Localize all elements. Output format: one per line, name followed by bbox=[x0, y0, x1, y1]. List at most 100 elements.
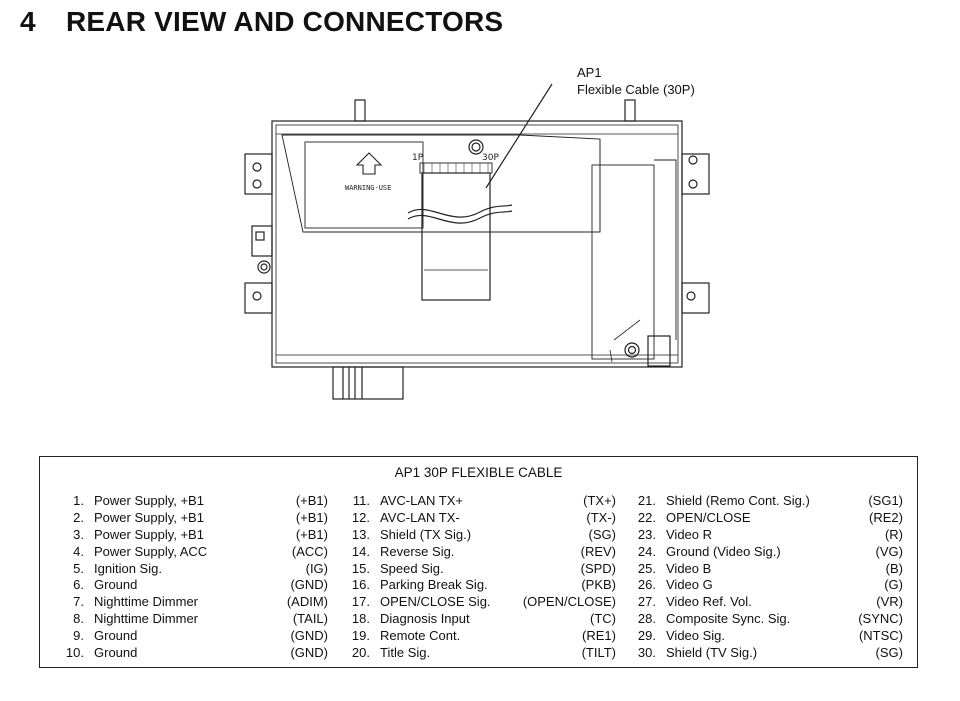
unit-housing bbox=[271, 120, 683, 368]
pin-row: 1.Power Supply, +B1(+B1) bbox=[52, 493, 328, 510]
pin-number: 11. bbox=[352, 493, 370, 508]
pin-description: Diagnosis Input bbox=[380, 611, 470, 627]
bottom-screw-icon bbox=[624, 342, 640, 358]
pin-description: Title Sig. bbox=[380, 645, 431, 661]
pin-row: 14.Reverse Sig.(REV) bbox=[338, 544, 616, 561]
pin-number: 21. bbox=[637, 493, 656, 508]
pin-number: 16. bbox=[351, 577, 370, 593]
pin-row: 20.Title Sig.(TILT) bbox=[338, 645, 616, 662]
section-title: REAR VIEW AND CONNECTORS bbox=[66, 6, 504, 37]
section-number: 4 bbox=[20, 6, 36, 37]
pin-signal-code: (ACC) bbox=[291, 543, 328, 559]
pin-description: Remote Cont. bbox=[380, 628, 461, 644]
pin-description: Power Supply, +B1 bbox=[94, 509, 204, 525]
callout-label: AP1 bbox=[577, 65, 602, 80]
pin-signal-code: (VG) bbox=[875, 543, 903, 559]
pin-description: Power Supply, ACC bbox=[94, 543, 208, 559]
pin-signal-code: (TAIL) bbox=[292, 611, 328, 627]
bottom-connector bbox=[332, 366, 404, 400]
pin-number: 20. bbox=[351, 645, 370, 661]
pin-number: 15. bbox=[351, 560, 370, 576]
pin-number: 9. bbox=[73, 628, 84, 644]
pin-row: 10.Ground(GND) bbox=[52, 645, 328, 662]
pin-row: 28. Composite Sync. Sig. (SYNC) bbox=[624, 611, 903, 628]
pin-row: 27.Video Ref. Vol.(VR) bbox=[624, 594, 903, 611]
pin-row: 4. Power Supply, ACC (ACC) bbox=[52, 544, 328, 561]
callout-description: Flexible Cable (30P) bbox=[577, 82, 695, 97]
right-board bbox=[303, 139, 677, 367]
pin-row: 23.Video R(R) bbox=[624, 527, 903, 544]
pin-description: Reverse Sig. bbox=[380, 543, 455, 559]
pin-number: 6. bbox=[73, 577, 84, 593]
pin-signal-code: (RE1) bbox=[582, 628, 616, 644]
pin-description: Ground bbox=[94, 577, 138, 593]
pin-signal-code: (IG) bbox=[305, 560, 328, 576]
pin-signal-code: (+B1) bbox=[295, 526, 328, 542]
right-bracket-bottom bbox=[681, 282, 710, 314]
callout-leader-line bbox=[485, 83, 553, 189]
table-title: AP1 30P FLEXIBLE CABLE bbox=[394, 465, 563, 480]
pin-signal-code: (OPEN/CLOSE) bbox=[522, 594, 616, 610]
pin-signal-code: (TX-) bbox=[586, 509, 616, 525]
pin-number: 3. bbox=[73, 526, 84, 542]
pin-row: 16.Parking Break Sig.(PKB) bbox=[338, 577, 616, 594]
pin-description: Ignition Sig. bbox=[94, 560, 162, 576]
pin-description: Ground (Video Sig.) bbox=[666, 543, 781, 559]
pin-description: Parking Break Sig. bbox=[380, 577, 488, 593]
left-bracket-bottom bbox=[244, 282, 273, 314]
pin-description: Video G bbox=[666, 577, 713, 593]
pin-row: 17.OPEN/CLOSE Sig.(OPEN/CLOSE) bbox=[338, 594, 616, 611]
pin-signal-code: (GND) bbox=[290, 645, 328, 661]
pin-description: Power Supply, +B1 bbox=[94, 526, 204, 542]
pin-signal-code: (R) bbox=[884, 526, 903, 542]
pin-row: 26.Video G(G) bbox=[624, 577, 903, 594]
pin-number: 12. bbox=[351, 509, 370, 525]
pin-row: 21.Shield (Remo Cont. Sig.)(SG1) bbox=[624, 493, 903, 510]
pin-row: 15. Speed Sig. (SPD) bbox=[338, 561, 616, 578]
pin-number: 4. bbox=[73, 543, 84, 559]
pin-column-1: 1.Power Supply, +B1(+B1)2.Power Supply, … bbox=[52, 493, 328, 662]
pin-description: Speed Sig. bbox=[380, 560, 444, 576]
pin-description: Video B bbox=[666, 560, 712, 576]
pin-row: 25. Video B (B) bbox=[624, 561, 903, 578]
left-bracket-top bbox=[244, 153, 273, 195]
pin-signal-code: (TC) bbox=[590, 611, 616, 627]
left-side-connector bbox=[251, 225, 273, 274]
pin-description: Ground bbox=[94, 628, 138, 644]
pin-number: 14. bbox=[351, 543, 370, 559]
pin-row: 5.Ignition Sig.(IG) bbox=[52, 561, 328, 578]
pin-signal-code: (SG1) bbox=[868, 493, 903, 508]
pin-description: OPEN/CLOSE Sig. bbox=[380, 594, 491, 610]
pin-row: 9. Ground (GND) bbox=[52, 628, 328, 645]
pin-signal-code: (GND) bbox=[290, 628, 328, 644]
pin-description: Composite Sync. Sig. bbox=[666, 611, 791, 627]
pin-row: 2.Power Supply, +B1(+B1) bbox=[52, 510, 328, 527]
top-tab-right bbox=[624, 99, 636, 122]
pin-number: 19. bbox=[351, 628, 370, 644]
pin-signal-code: (RE2) bbox=[869, 509, 903, 525]
pin-number: 7. bbox=[73, 594, 84, 610]
pin-description: Video Ref. Vol. bbox=[666, 594, 752, 610]
ap1-callout: AP1 Flexible Cable (30P) bbox=[577, 64, 695, 98]
top-tab-left bbox=[354, 99, 366, 122]
pin-signal-code: (+B1) bbox=[295, 509, 328, 525]
page-title: 4 REAR VIEW AND CONNECTORS bbox=[20, 6, 503, 38]
pin-number: 25. bbox=[637, 560, 656, 576]
pin-description: Ground bbox=[94, 645, 138, 661]
pin-number: 8. bbox=[73, 611, 84, 627]
pin-signal-code: (ADIM) bbox=[286, 594, 328, 610]
pin-column-2: 11.AVC-LAN TX+(TX+)12.AVC-LAN TX-(TX-)13… bbox=[338, 493, 616, 662]
pin-number: 22. bbox=[637, 509, 656, 525]
pin-signal-code: (SPD) bbox=[580, 560, 616, 576]
pin30-mark: 30P bbox=[482, 153, 499, 163]
pin-number: 24. bbox=[637, 543, 656, 559]
pin-description: Nighttime Dimmer bbox=[94, 611, 199, 627]
pin-signal-code: (SYNC) bbox=[858, 611, 903, 627]
pin-row: 8. Nighttime Dimmer (TAIL) bbox=[52, 611, 328, 628]
pin-number: 27. bbox=[637, 594, 656, 610]
pin-row: 29.Video Sig.(NTSC) bbox=[624, 628, 903, 645]
pin-number: 30. bbox=[637, 645, 656, 661]
pin-row: 6.Ground(GND) bbox=[52, 577, 328, 594]
pin-signal-code: (B) bbox=[885, 560, 903, 576]
pin-number: 28. bbox=[637, 611, 656, 627]
